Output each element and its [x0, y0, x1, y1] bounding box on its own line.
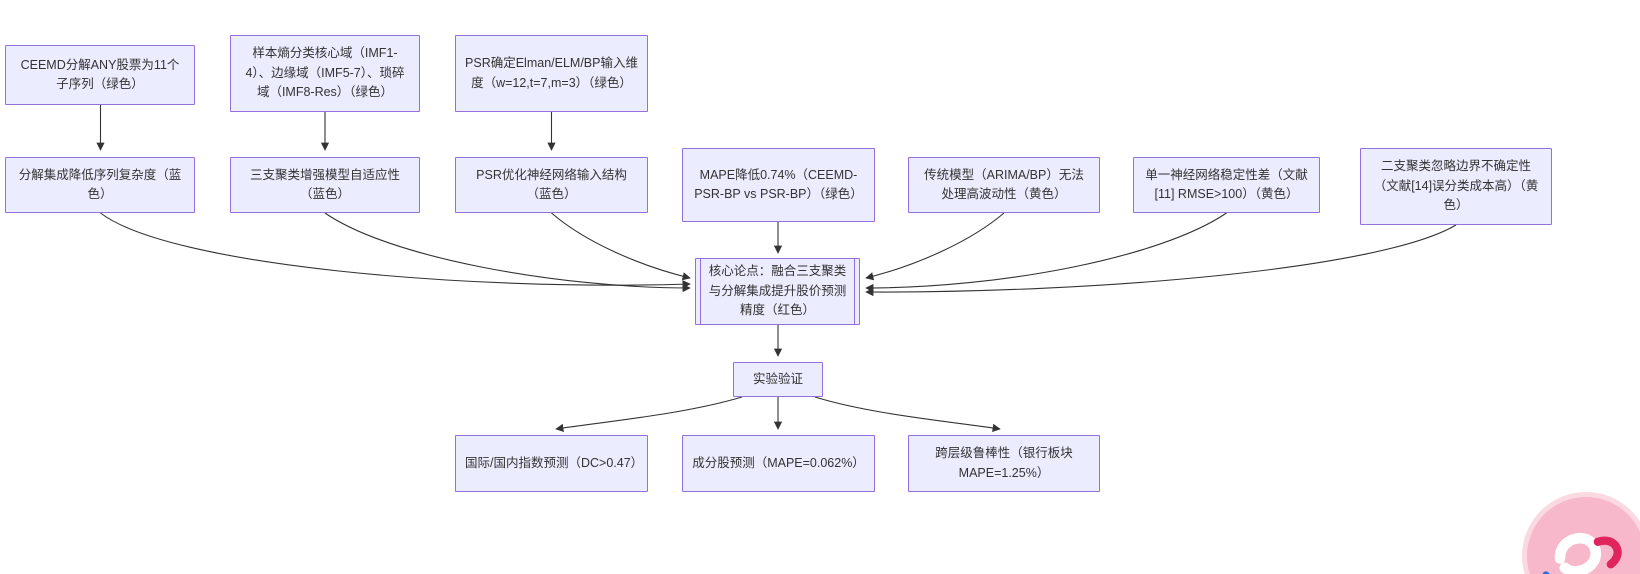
node-two-way-cluster: 二支聚类忽略边界不确定性（文献[14]误分类成本高）（黄色） [1360, 148, 1552, 225]
node-single-nn: 单一神经网络稳定性差（文献[11] RMSE>100）（黄色） [1133, 157, 1320, 213]
node-decompose-benefit: 分解集成降低序列复杂度（蓝色） [5, 157, 195, 213]
node-traditional-model: 传统模型（ARIMA/BP）无法处理高波动性（黄色） [908, 157, 1100, 213]
node-mape-drop: MAPE降低0.74%（CEEMD-PSR-BP vs PSR-BP）（绿色） [682, 148, 875, 222]
edge-experiment-robust [814, 396, 1001, 432]
edge-traditional-core [865, 212, 1005, 281]
node-threeway-benefit: 三支聚类增强模型自适应性（蓝色） [230, 157, 420, 213]
edge-experiment-index [555, 396, 743, 432]
watermark-logo [1522, 492, 1640, 574]
edge-psrbenefit-core [551, 212, 691, 281]
node-psr-benefit: PSR优化神经网络输入结构（蓝色） [455, 157, 648, 213]
edge-twoway-core [865, 224, 1457, 297]
edge-singlenn-core [865, 212, 1227, 293]
node-index-prediction: 国际/国内指数预测（DC>0.47） [455, 435, 648, 492]
node-core-thesis: 核心论点：融合三支聚类与分解集成提升股价预测精度（红色） [695, 258, 860, 325]
node-experiment-validation: 实验验证 [733, 362, 823, 397]
edge-threeway-core [324, 212, 691, 293]
node-sample-entropy: 样本熵分类核心域（IMF1-4）、边缘域（IMF5-7）、琐碎域（IMF8-Re… [230, 35, 420, 112]
node-stock-prediction: 成分股预测（MAPE=0.062%） [682, 435, 875, 492]
watermark-glyph-icon [1542, 532, 1622, 574]
node-ceemd-decompose: CEEMD分解ANY股票为11个子序列（绿色） [5, 45, 195, 105]
node-psr-dimension: PSR确定Elman/ELM/BP输入维度（w=12,t=7,m=3）（绿色） [455, 35, 648, 112]
edge-decompose-core [100, 212, 691, 289]
node-robustness: 跨层级鲁棒性（银行板块 MAPE=1.25%） [908, 435, 1100, 492]
